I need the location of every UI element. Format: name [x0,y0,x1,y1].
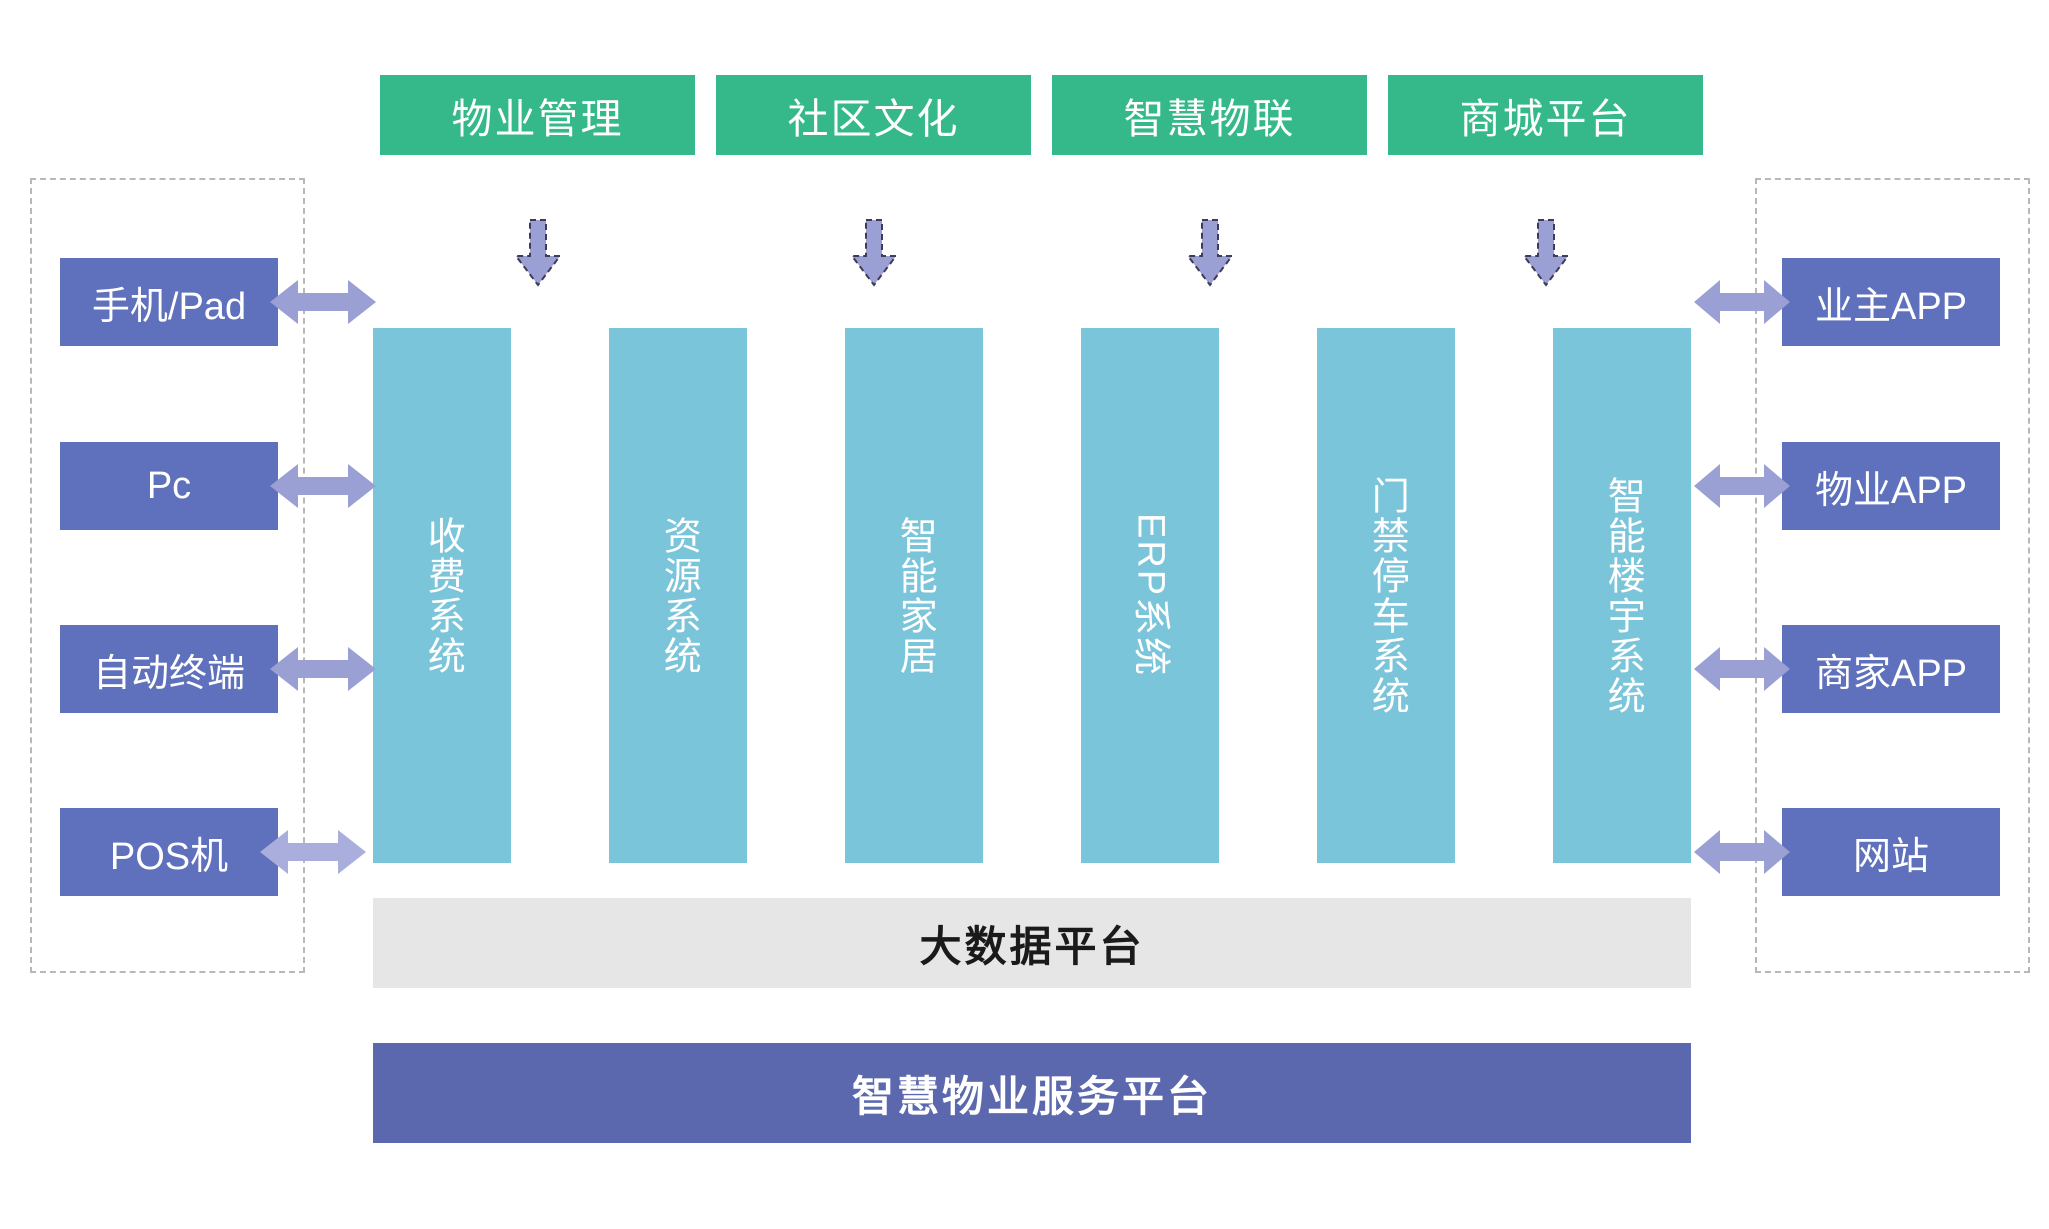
system-column-resource[interactable]: 资源系统 [609,328,747,863]
big-data-platform-label: 大数据平台 [919,922,1145,970]
down-arrow-icon-3 [1185,218,1235,288]
channel-box-smart-iot[interactable]: 智慧物联 [1052,75,1367,155]
client-box-website[interactable]: 网站 [1782,808,2000,896]
bidirectional-arrow-icon-left-3 [268,641,378,697]
right-rail-frame [1755,178,2030,973]
system-column-erp[interactable]: ERP系统 [1081,328,1219,863]
bidirectional-arrow-icon-left-4 [258,824,368,880]
client-label: Pc [146,464,192,507]
channel-label: 商城平台 [1459,96,1632,142]
service-platform-label: 智慧物业服务平台 [851,1072,1212,1120]
service-platform-bar[interactable]: 智慧物业服务平台 [373,1043,1691,1143]
channel-label: 智慧物联 [1123,96,1296,142]
client-label: 商家APP [1814,652,1968,695]
client-label: 物业APP [1814,469,1968,512]
client-box-mobile-pad[interactable]: 手机/Pad [60,258,278,346]
down-arrow-icon-4 [1521,218,1571,288]
client-label: 自动终端 [92,652,245,695]
system-column-smart-home[interactable]: 智能家居 [845,328,983,863]
channel-box-community-culture[interactable]: 社区文化 [716,75,1031,155]
down-arrow-icon-1 [513,218,563,288]
client-label: 网站 [1852,835,1929,878]
bidirectional-arrow-icon-left-2 [268,458,378,514]
system-column-charging[interactable]: 收费系统 [373,328,511,863]
system-column-access-parking[interactable]: 门禁停车系统 [1317,328,1455,863]
client-label: 业主APP [1814,285,1968,328]
channel-box-property-management[interactable]: 物业管理 [380,75,695,155]
system-column-smart-building[interactable]: 智能楼宇系统 [1553,328,1691,863]
client-label: POS机 [109,835,229,878]
bidirectional-arrow-icon-right-1 [1692,274,1792,330]
bidirectional-arrow-icon-right-2 [1692,458,1792,514]
client-box-auto-terminal[interactable]: 自动终端 [60,625,278,713]
channel-label: 物业管理 [451,96,624,142]
system-label: 收费系统 [421,515,464,676]
channel-box-mall-platform[interactable]: 商城平台 [1388,75,1703,155]
channel-label: 社区文化 [787,96,960,142]
system-label: 智能楼宇系统 [1601,475,1644,716]
down-arrow-icon-2 [849,218,899,288]
left-rail-frame [30,178,305,973]
client-box-merchant-app[interactable]: 商家APP [1782,625,2000,713]
client-box-owner-app[interactable]: 业主APP [1782,258,2000,346]
client-box-pos[interactable]: POS机 [60,808,278,896]
system-label: ERP系统 [1129,513,1172,678]
system-label: 资源系统 [657,515,700,676]
bidirectional-arrow-icon-right-4 [1692,824,1792,880]
bidirectional-arrow-icon-left-1 [268,274,378,330]
big-data-platform-bar[interactable]: 大数据平台 [373,898,1691,988]
bidirectional-arrow-icon-right-3 [1692,641,1792,697]
client-box-property-app[interactable]: 物业APP [1782,442,2000,530]
system-label: 智能家居 [893,515,936,676]
system-label: 门禁停车系统 [1365,475,1408,716]
client-label: 手机/Pad [91,285,247,328]
client-box-pc[interactable]: Pc [60,442,278,530]
